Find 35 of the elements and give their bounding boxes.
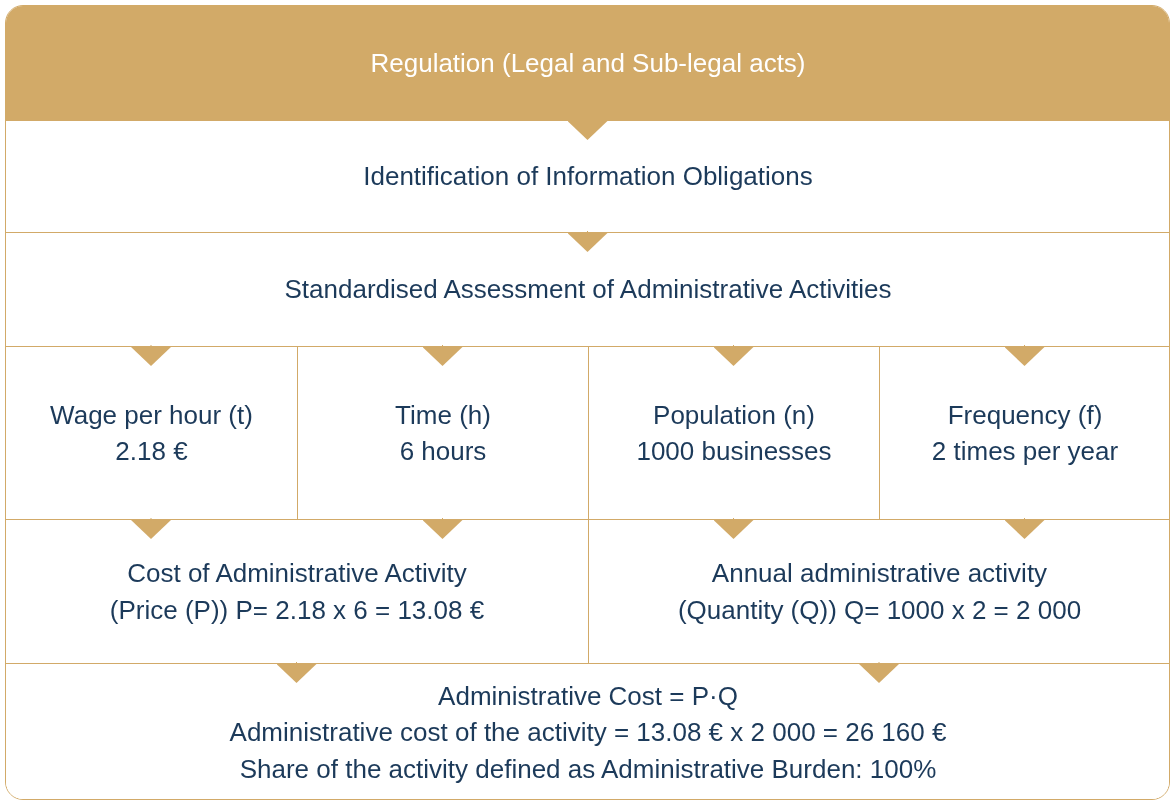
cell-text: Frequency (f) [947,398,1103,432]
arrow [566,118,609,140]
cell-text: Population (n) [653,398,815,432]
table-cell [6,347,298,520]
arrow [421,344,464,366]
table-cell [589,347,880,520]
header-band [6,6,1169,121]
cell-text: 1000 businesses [636,435,832,468]
table-cell [6,520,589,664]
cell-text: (Price (P)) P= 2.18 x 6 = 13.08 € [109,593,485,627]
cell-text: Standardised Assessment of Administrative Activities [284,273,892,307]
arrow [1003,344,1046,366]
cell-text: Wage per hour (t) [50,398,253,432]
arrow [421,517,464,539]
cell-text: Administrative Cost = P·Q [438,679,738,713]
arrow [712,344,755,366]
table-cell [298,347,589,520]
arrow [130,517,172,539]
cell-text: 2.18 € [115,435,188,468]
arrow [130,344,172,366]
cell-text: Administrative cost of the activity = 13.08 € x 2 000 = 26 160 € [229,716,947,750]
header-title: Regulation (Legal and Sub-legal acts) [370,46,806,80]
arrow [712,517,755,539]
cell-text: Time (h) [395,398,491,432]
cell-text: 6 hours [399,435,487,468]
cell-text: Share of the activity defined as Administrative Burden: 100% [239,752,937,786]
arrow [275,661,318,683]
arrow [858,661,900,683]
cell-text: Cost of Administrative Activity [127,557,467,591]
cell-text: (Quantity (Q)) Q= 1000 x 2 = 2 000 [677,593,1082,627]
arrow [566,230,609,252]
cell-text: Annual administrative activity [711,557,1048,591]
cell-text: Identification of Information Obligations [363,160,813,194]
arrow [1003,517,1046,539]
cell-text: 2 times per year [931,435,1119,468]
